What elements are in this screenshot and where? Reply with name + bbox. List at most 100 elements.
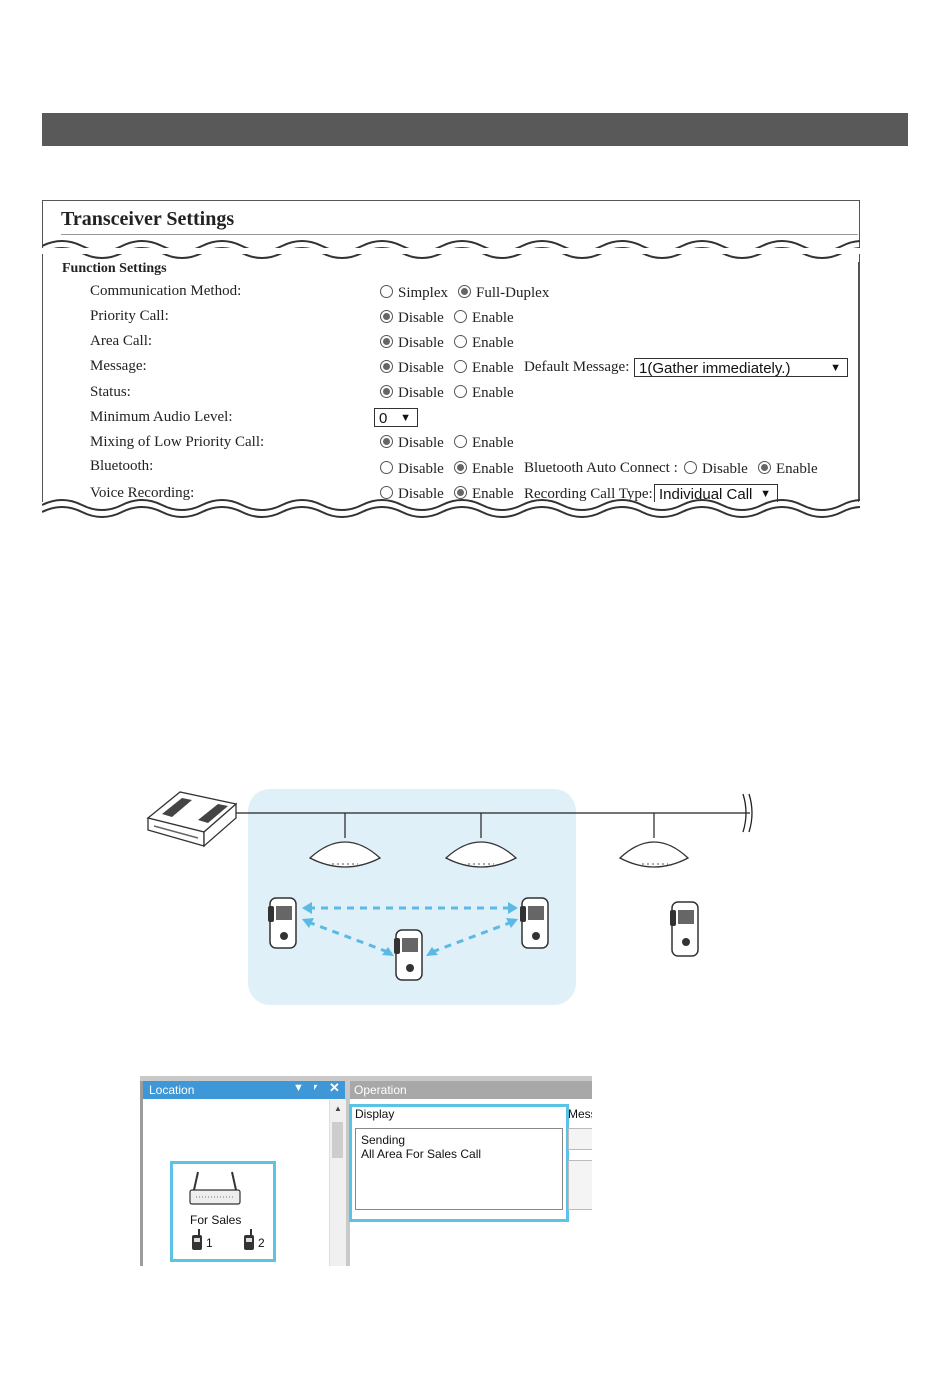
- line-break-mark: [748, 793, 753, 833]
- recording-call-type-select[interactable]: Individual Call ▼: [654, 484, 778, 503]
- radio-full-duplex[interactable]: Full-Duplex: [458, 285, 549, 302]
- radio-indicator: [454, 486, 467, 499]
- group-name: For Sales: [190, 1213, 242, 1227]
- radio-recording-enable[interactable]: Enable: [454, 486, 514, 503]
- radio-indicator: [380, 360, 393, 373]
- label-message: Message:: [90, 358, 147, 374]
- controller-icon: [146, 791, 238, 848]
- pin-icon[interactable]: ⎖: [311, 1081, 320, 1093]
- select-value: Individual Call: [659, 486, 753, 503]
- section-header-bar: [42, 113, 908, 146]
- radio-indicator: [454, 385, 467, 398]
- radio-priority-enable[interactable]: Enable: [454, 310, 514, 327]
- scroll-thumb[interactable]: [332, 1122, 343, 1158]
- location-scrollbar[interactable]: ▲: [329, 1100, 346, 1266]
- radio-bluetooth-enable[interactable]: Enable: [454, 461, 514, 478]
- label-bluetooth: Bluetooth:: [90, 458, 154, 474]
- radio-status-disable[interactable]: Disable: [380, 385, 444, 402]
- close-icon[interactable]: ✕: [329, 1080, 340, 1095]
- label-communication-method: Communication Method:: [90, 283, 242, 299]
- radio-1-label: 1: [206, 1236, 213, 1250]
- default-message-select[interactable]: 1(Gather immediately.) ▼: [634, 358, 848, 377]
- label-voice-recording: Voice Recording:: [90, 485, 195, 501]
- transceiver-settings-panel: Transceiver Settings Function Settings C…: [42, 200, 860, 518]
- message-label: Mess: [568, 1107, 592, 1121]
- radio-status-enable[interactable]: Enable: [454, 385, 514, 402]
- radio-priority-disable[interactable]: Disable: [380, 310, 444, 327]
- radio-indicator: [380, 285, 393, 298]
- minimum-audio-level-select[interactable]: 0▼: [374, 408, 418, 427]
- call-arrows: [307, 906, 513, 954]
- radio-indicator: [380, 385, 393, 398]
- radio-simplex[interactable]: Simplex: [380, 285, 448, 302]
- radio-indicator: [454, 360, 467, 373]
- display-box: Sending All Area For Sales Call: [355, 1128, 563, 1210]
- radio-indicator: [380, 461, 393, 474]
- label-area-call: Area Call:: [90, 333, 153, 349]
- label-default-message: Default Message:: [524, 359, 630, 375]
- line-break-mark: [742, 793, 747, 833]
- message-list[interactable]: [568, 1160, 592, 1210]
- radio-indicator: [454, 310, 467, 323]
- label-minimum-audio-level: Minimum Audio Level:: [90, 409, 233, 425]
- message-field[interactable]: [568, 1128, 592, 1150]
- access-point-icon: [618, 841, 690, 868]
- radio-indicator: [454, 435, 467, 448]
- display-line-2: All Area For Sales Call: [361, 1147, 482, 1161]
- chevron-down-icon: ▼: [830, 362, 841, 374]
- radio-message-enable[interactable]: Enable: [454, 360, 514, 377]
- display-label: Display: [355, 1107, 395, 1121]
- chevron-down-icon: ▼: [400, 412, 411, 424]
- radio-message-disable[interactable]: Disable: [380, 360, 444, 377]
- group-highlight: [170, 1161, 276, 1262]
- arrow-heads: [302, 902, 518, 956]
- display-highlight: [349, 1104, 569, 1222]
- transceiver-icon: [520, 897, 549, 949]
- operation-title-text: Operation: [354, 1083, 407, 1097]
- radio-autoconnect-disable[interactable]: Disable: [684, 461, 748, 478]
- display-line-1: Sending: [361, 1133, 406, 1147]
- chevron-down-icon: ▼: [760, 488, 771, 500]
- label-priority-call: Priority Call:: [90, 308, 169, 324]
- label-status: Status:: [90, 384, 131, 400]
- radio-area-disable[interactable]: Disable: [380, 335, 444, 352]
- radio-mixing-enable[interactable]: Enable: [454, 435, 514, 452]
- access-point-icon: [308, 841, 382, 868]
- transceiver-icon: [394, 929, 423, 981]
- radio-mixing-disable[interactable]: Disable: [380, 435, 444, 452]
- radio-indicator: [458, 285, 471, 298]
- radio-indicator: [380, 335, 393, 348]
- radio-1-icon[interactable]: [190, 1229, 204, 1251]
- dropdown-icon[interactable]: ▼: [293, 1082, 304, 1094]
- title-rule: [61, 234, 858, 235]
- panel-title: Transceiver Settings: [61, 208, 235, 230]
- radio-indicator: [454, 461, 467, 474]
- label-recording-call-type: Recording Call Type:: [524, 486, 653, 502]
- radio-2-icon[interactable]: [242, 1229, 256, 1251]
- access-point-icon: [444, 841, 518, 868]
- transceiver-icon: [670, 901, 699, 957]
- radio-indicator: [758, 461, 771, 474]
- router-icon: [189, 1171, 241, 1205]
- radio-indicator: [380, 310, 393, 323]
- select-value: 1(Gather immediately.): [639, 360, 791, 377]
- scroll-up-icon[interactable]: ▲: [334, 1104, 342, 1113]
- radio-autoconnect-enable[interactable]: Enable: [758, 461, 818, 478]
- label-bluetooth-auto-connect: Bluetooth Auto Connect :: [524, 460, 678, 476]
- select-value: 0: [379, 410, 388, 427]
- operation-pane-title: Operation: [350, 1081, 592, 1099]
- function-settings-label: Function Settings: [62, 261, 167, 276]
- label-mixing-low-priority: Mixing of Low Priority Call:: [90, 434, 265, 450]
- transceiver-icon: [268, 897, 297, 949]
- radio-indicator: [380, 486, 393, 499]
- radio-area-enable[interactable]: Enable: [454, 335, 514, 352]
- radio-2-label: 2: [258, 1236, 265, 1250]
- radio-indicator: [454, 335, 467, 348]
- location-title-text: Location: [149, 1083, 195, 1097]
- radio-bluetooth-disable[interactable]: Disable: [380, 461, 444, 478]
- network-diagram: [146, 791, 753, 981]
- cut-wave-bottom: [42, 499, 860, 518]
- radio-indicator: [380, 435, 393, 448]
- location-pane-title: Location: [143, 1081, 345, 1099]
- radio-recording-disable[interactable]: Disable: [380, 486, 444, 503]
